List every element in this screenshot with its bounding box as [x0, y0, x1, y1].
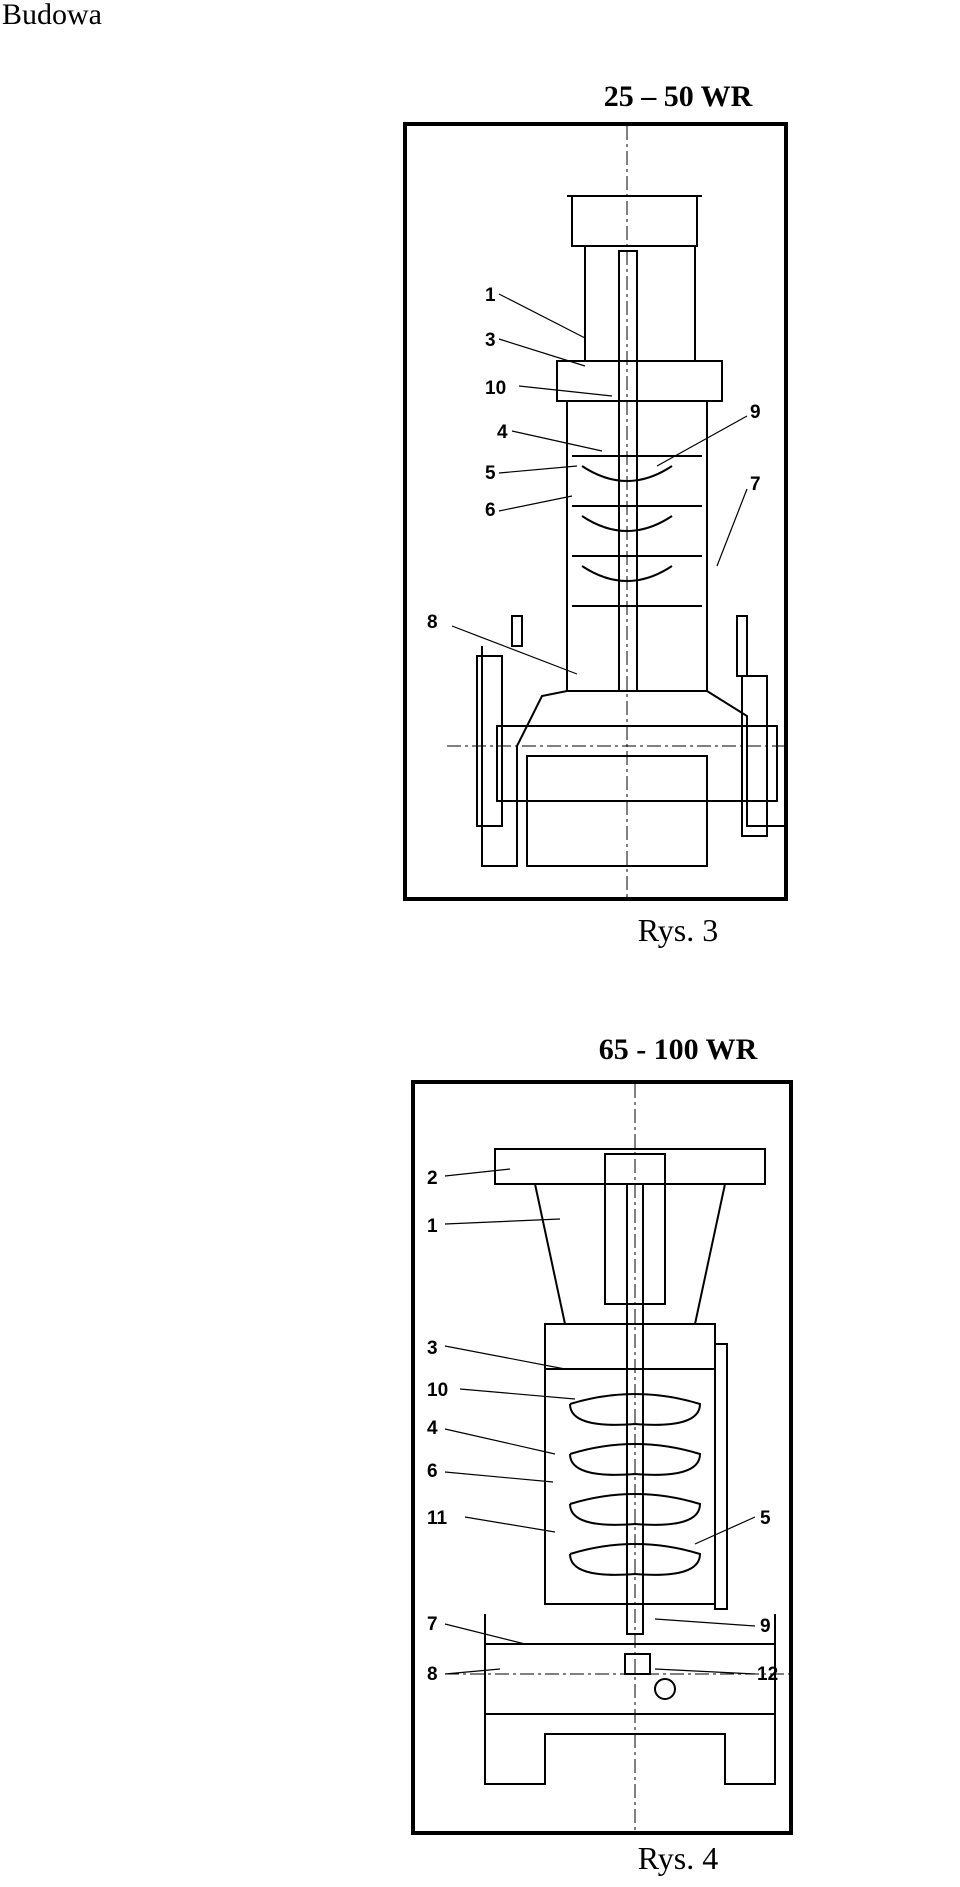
fig3-label-8: 8 [427, 612, 438, 633]
fig4-label-12: 12 [757, 1664, 778, 1685]
fig4-label-2: 2 [427, 1168, 438, 1189]
fig4-label-8: 8 [427, 1664, 438, 1685]
fig4-label-7: 7 [427, 1614, 438, 1635]
fig4-label-11: 11 [427, 1508, 448, 1529]
fig4-label-10: 10 [427, 1380, 448, 1401]
fig3-label-1: 1 [485, 285, 496, 306]
fig3-label-6: 6 [485, 500, 496, 521]
fig3-label-3: 3 [485, 330, 496, 351]
fig3-label-7: 7 [750, 474, 761, 495]
fig4-label-3: 3 [427, 1338, 438, 1359]
section-heading: Budowa [2, 0, 102, 31]
figure-3-title: 25 – 50 WR [603, 80, 753, 113]
figure-4-frame: 2 1 3 10 4 6 11 7 8 5 9 12 [411, 1080, 793, 1835]
figure-3-frame: 1 3 10 4 5 6 8 9 7 [403, 122, 788, 901]
fig3-label-4: 4 [497, 422, 508, 443]
fig3-label-5: 5 [485, 463, 496, 484]
fig3-label-10: 10 [485, 378, 506, 399]
fig4-label-4: 4 [427, 1418, 438, 1439]
fig4-label-6: 6 [427, 1461, 438, 1482]
figure-4-title: 65 - 100 WR [598, 1033, 758, 1066]
fig3-label-9: 9 [750, 402, 761, 423]
figure-3-drawing: 1 3 10 4 5 6 8 9 7 [427, 126, 784, 897]
fig4-label-1: 1 [427, 1216, 438, 1237]
figure-3-caption: Rys. 3 [637, 912, 719, 948]
fig4-label-5: 5 [760, 1508, 771, 1529]
figure-4-drawing: 2 1 3 10 4 6 11 7 8 5 9 12 [427, 1084, 789, 1831]
fig4-label-9: 9 [760, 1616, 771, 1637]
figure-4-caption: Rys. 4 [637, 1840, 719, 1876]
